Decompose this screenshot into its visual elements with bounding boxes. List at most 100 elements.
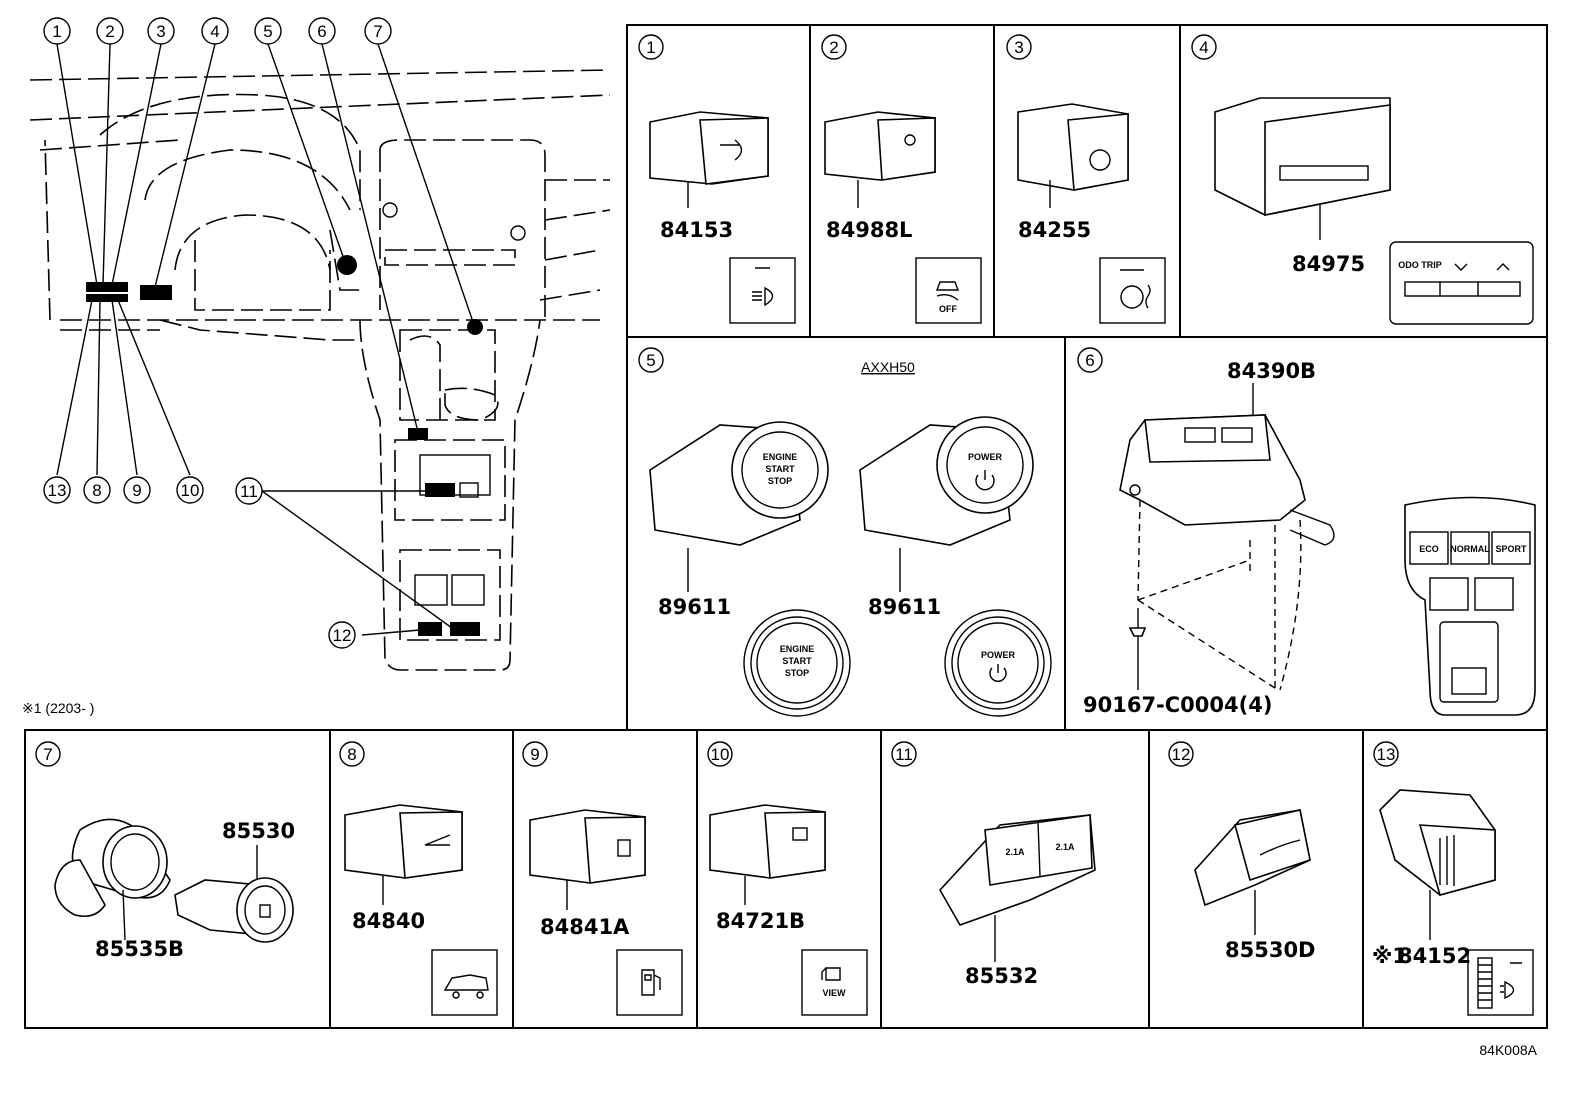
part-number-85532: 85532 [965,964,1038,988]
svg-text:ENGINE: ENGINE [780,644,815,654]
chevron-up-icon [1496,263,1510,271]
overview-callout-6: 6 [308,17,336,45]
svg-text:POWER: POWER [968,452,1003,462]
overview-callout-3: 3 [147,17,175,45]
console-bezel: ECO NORMAL SPORT [1404,496,1536,716]
part-number-84721B: 84721B [716,909,805,933]
svg-text:NORMAL: NORMAL [1450,544,1490,554]
svg-text:7: 7 [373,22,382,41]
power-switch-part: POWER [859,416,1034,592]
panel-10-number: 10 [711,745,730,764]
fuel-lid-switch-part [529,809,646,910]
panel-2: 2 84988L OFF [809,24,995,338]
svg-text:4: 4 [210,22,219,41]
panel-9-number: 9 [530,745,539,764]
bolt-icon [1128,608,1147,690]
power-icon [989,664,1007,682]
svg-text:5: 5 [263,22,272,41]
panel-10: 10 84721B VIEW [696,729,882,1029]
overview-callout-2: 2 [96,17,124,45]
svg-text:13: 13 [48,481,67,500]
panel-7: 7 85535B 85530 [24,729,331,1029]
svg-text:1: 1 [52,22,61,41]
part-number-84152: 84152 [1398,944,1471,968]
panel-3: 3 84255 [993,24,1181,338]
svg-text:START: START [765,464,795,474]
part-number-89611-b: 89611 [868,595,941,619]
odo-trip-label: ODO TRIP [1398,260,1442,270]
panel-12: 12 85530D [1148,729,1364,1029]
overview-callout-7: 7 [364,17,392,45]
panel-5-number: 5 [646,351,655,370]
panel-4-number: 4 [1199,38,1208,57]
panel-13: 13 ※1 84152 [1362,729,1548,1029]
power-socket-part [174,877,294,943]
part-number-85530D: 85530D [1225,938,1316,962]
svg-text:ECO: ECO [1419,544,1439,554]
panel-2-number: 2 [829,38,838,57]
headlamp-level-icon [752,267,774,307]
vsc-off-icon [935,281,960,301]
engine-start-button-face: ENGINE START STOP [743,609,851,717]
model-code: AXXH50 [861,359,915,375]
headlamp-leveling-icon [1477,957,1522,1009]
panel-13-number: 13 [1377,745,1396,764]
part-number-84152-prefix: ※1 [1372,944,1407,968]
panel-11: 11 2.1A 2.1A 85532 [880,729,1150,1029]
overview-callout-1: 1 [43,17,71,45]
panel-9: 9 84841A [512,729,698,1029]
svg-text:2: 2 [105,22,114,41]
overview-callout-12: 12 [328,621,356,649]
fuel-pump-icon [641,969,661,996]
overview-callout-13: 13 [43,476,71,504]
svg-text:6: 6 [317,22,326,41]
overview-callout-9: 9 [123,476,151,504]
svg-text:STOP: STOP [785,668,809,678]
steering-heater-switch-part [1017,103,1129,208]
engine-start-switch-part: ENGINE START STOP [649,421,829,592]
svg-text:10: 10 [181,481,200,500]
trunk-opener-switch-part [344,804,463,905]
svg-text:ENGINE: ENGINE [763,452,798,462]
overview-callout-10: 10 [176,476,204,504]
panel-4: 4 84975 ODO TRIP [1179,24,1548,338]
overview-callout-5: 5 [254,17,282,45]
panel-6-number: 6 [1085,351,1094,370]
svg-text:STOP: STOP [768,476,792,486]
overview-callout-4: 4 [201,17,229,45]
vsc-off-icon-text: OFF [939,304,957,314]
part-number-84390B: 84390B [1227,359,1316,383]
part-number-84975: 84975 [1292,252,1365,276]
view-icon-text: VIEW [822,988,846,998]
svg-text:8: 8 [92,481,101,500]
part-number-89611-a: 89611 [658,595,731,619]
part-number-84988L: 84988L [826,218,912,242]
view-switch-part [709,804,826,905]
svg-text:POWER: POWER [981,650,1016,660]
panel-7-number: 7 [43,745,52,764]
svg-text:12: 12 [333,626,352,645]
overview-callout-8: 8 [83,476,111,504]
drive-mode-switch-part [1119,414,1335,546]
chevron-down-icon [1454,263,1468,271]
odo-trip-switch-part [1214,97,1391,240]
part-number-84255: 84255 [1018,218,1091,242]
panel-8-number: 8 [347,745,356,764]
panel-11-number: 11 [895,745,913,764]
panel-12-number: 12 [1172,745,1191,764]
headlamp-switch-part [649,111,769,208]
panel-1: 1 84153 [626,24,811,338]
svg-text:3: 3 [156,22,165,41]
figure-code: 84K008A [1479,1042,1537,1058]
steering-heater-icon [1120,269,1151,309]
svg-text:START: START [782,656,812,666]
accessory-socket-part [1194,809,1311,935]
panel-5: 5 AXXH50 ENGINE START STOP 89611 POWER 8… [626,336,1066,731]
panel-6: 6 84390B 90167-C0004(4) [1064,336,1548,731]
overview-note: ※1 (2203- ) [22,700,94,716]
headlamp-leveling-dial-part [1379,789,1496,940]
socket-cover-part [54,818,171,941]
panel-1-number: 1 [646,38,655,57]
svg-text:SPORT: SPORT [1495,544,1527,554]
svg-text:2.1A: 2.1A [1005,847,1025,857]
